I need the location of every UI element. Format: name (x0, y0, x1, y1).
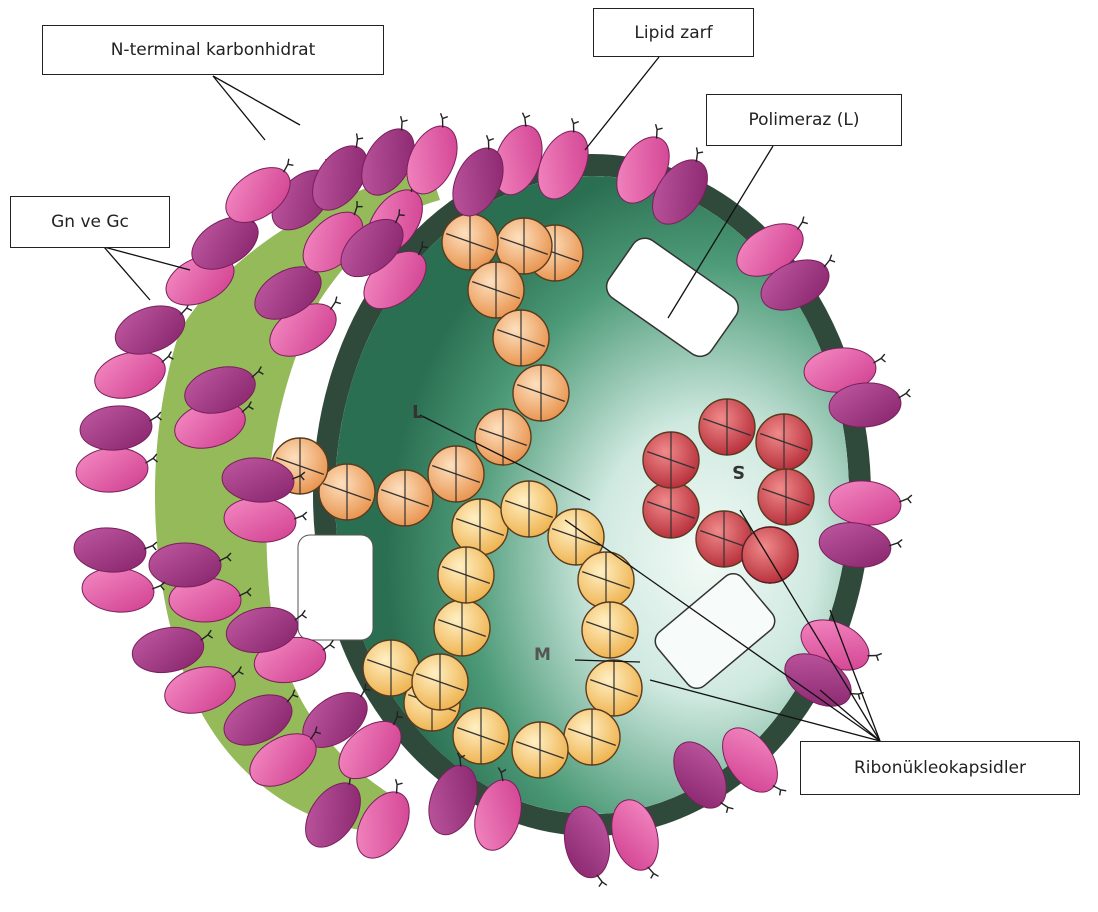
label-polymerase: Polimeraz (L) (706, 94, 902, 146)
carbohydrate-tip (800, 217, 805, 222)
carbohydrate-tip (152, 546, 156, 550)
glycoprotein-body (74, 445, 150, 495)
carbohydrate-tip (397, 781, 402, 786)
glycoprotein-spike (78, 402, 164, 453)
carbohydrate-tip (329, 640, 334, 645)
carbohydrate-tip (648, 866, 654, 875)
carbohydrate-tip (167, 352, 172, 357)
nucleocapsid-bead (742, 527, 798, 583)
carbohydrate-tip (906, 389, 910, 393)
leader-line (213, 76, 265, 140)
carbohydrate-tip (897, 543, 902, 548)
carbohydrate-tip (657, 126, 662, 131)
glycoprotein-body (149, 543, 221, 587)
leader-line (104, 247, 190, 270)
leader-line (104, 247, 150, 300)
carbohydrate-tip (442, 115, 447, 120)
carbohydrate-tip (898, 539, 903, 544)
label-n-terminal-carbohydrate: N-terminal karbonhidrat (42, 25, 384, 75)
polymerase-block-left (298, 535, 373, 640)
carbohydrate-tip (828, 255, 833, 260)
carbohydrate-tip (303, 512, 307, 516)
label-ribonucleocapsids: Ribonükleokapsidler (800, 741, 1080, 795)
carbohydrate-tip (856, 694, 861, 699)
carbohydrate-tip (573, 120, 578, 125)
carbohydrate-tip (728, 805, 733, 810)
leader-line (585, 57, 659, 150)
carbohydrate-tip (488, 137, 493, 142)
leader-line (213, 76, 300, 125)
carbohydrate-tip (286, 159, 292, 165)
segment-letter-medium: M (534, 645, 551, 665)
carbohydrate-tip (698, 150, 704, 156)
segment-letter-large: L (412, 402, 423, 423)
glycoprotein-spike (74, 444, 160, 495)
carbohydrate-tip (333, 297, 338, 302)
segment-letter-small: S (732, 461, 745, 482)
carbohydrate-tip (179, 308, 188, 314)
carbohydrate-tip (881, 354, 885, 358)
glycoprotein-body (90, 344, 171, 405)
carbohydrate-tip (875, 655, 880, 660)
glycoprotein-body (78, 403, 154, 453)
carbohydrate-tip (907, 499, 911, 503)
carbohydrate-tip (781, 788, 787, 794)
label-glycoproteins: Gn ve Gc (10, 196, 170, 248)
carbohydrate-tip (161, 356, 170, 362)
carbohydrate-tip (654, 872, 659, 877)
carbohydrate-tip (402, 118, 407, 123)
glycoprotein-spike (72, 525, 158, 576)
glycoprotein-body (72, 525, 148, 575)
carbohydrate-tip (153, 542, 157, 546)
carbohydrate-tip (908, 495, 912, 499)
label-lipid-envelope: Lipid zarf (593, 8, 754, 57)
carbohydrate-tip (302, 516, 306, 520)
carbohydrate-tip (358, 136, 364, 142)
carbohydrate-tip (602, 881, 607, 886)
